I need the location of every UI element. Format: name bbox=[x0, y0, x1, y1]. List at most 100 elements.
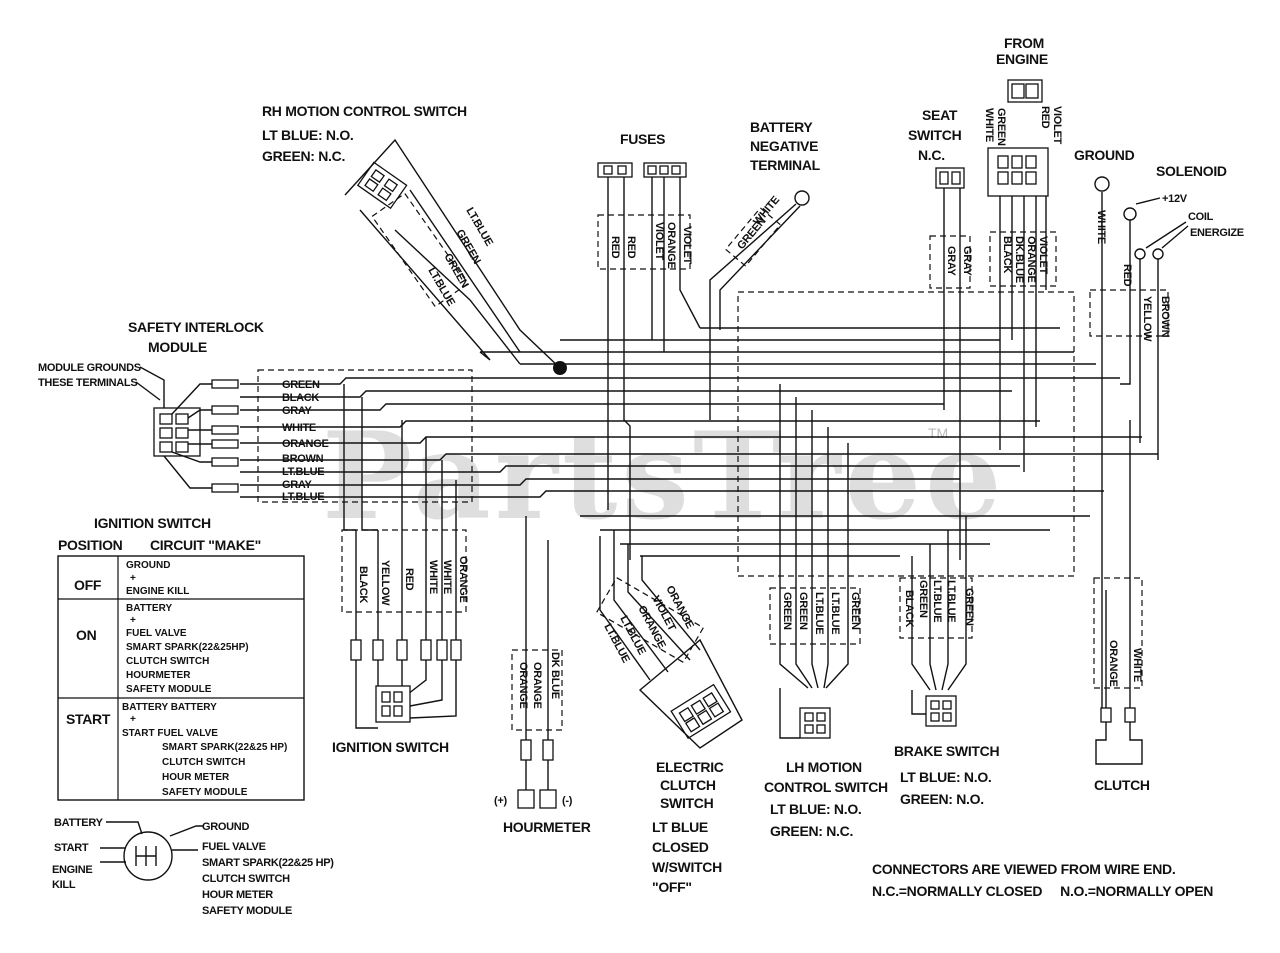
fuse-wire-3: VIOLET bbox=[653, 222, 665, 261]
ignition-switch-title: IGNITION SWITCH bbox=[332, 739, 449, 755]
ignition-on-l6: HOURMETER bbox=[126, 670, 191, 681]
legend-battery: BATTERY bbox=[54, 817, 104, 829]
clutch-connector bbox=[1095, 722, 1143, 765]
brake-wire-2: GREEN bbox=[917, 580, 929, 618]
ground-ring-terminal bbox=[1094, 176, 1110, 192]
ignition-on-l1: BATTERY bbox=[126, 603, 172, 614]
fuse-wire-box bbox=[597, 214, 691, 270]
solenoid-12v: +12V bbox=[1162, 193, 1188, 205]
lh-switch-line-2: CONTROL SWITCH bbox=[764, 779, 888, 795]
ignition-switch-wire-box bbox=[341, 529, 467, 613]
ignition-on-l2: + bbox=[130, 615, 136, 626]
legend-spark: SMART SPARK(22&25 HP) bbox=[202, 857, 334, 869]
battery-neg-line-1: BATTERY bbox=[750, 119, 813, 135]
safety-module-title-2: MODULE bbox=[148, 339, 207, 355]
engine-wire-3: ORANGE bbox=[1025, 236, 1037, 282]
clutch-switch-body bbox=[638, 638, 743, 749]
ignition-off-l3: ENGINE KILL bbox=[126, 586, 189, 597]
safety-module-note-2: THESE TERMINALS bbox=[38, 377, 137, 389]
brake-switch-connector bbox=[925, 695, 957, 727]
ignition-off-l1: GROUND bbox=[126, 560, 170, 571]
watermark-tm: TM bbox=[928, 425, 948, 441]
brake-wire-4: LT.BLUE bbox=[945, 580, 957, 622]
brake-wire-3: LT.BLUE bbox=[931, 580, 943, 622]
ignition-start-l2: + bbox=[130, 714, 136, 725]
lh-wire-4: LT.BLUE bbox=[829, 592, 841, 634]
engine-wire-box bbox=[989, 231, 1057, 287]
brake-switch-note-2: GREEN: N.O. bbox=[900, 791, 984, 807]
electric-clutch-note-4: "OFF" bbox=[652, 879, 692, 895]
engine-wire-1: BLACK bbox=[1001, 236, 1013, 273]
module-wire-9: LT.BLUE bbox=[282, 491, 324, 503]
safety-module-connector bbox=[153, 407, 201, 457]
ignition-symbol-contacts bbox=[135, 846, 157, 866]
lh-switch-loop bbox=[779, 688, 800, 739]
battery-neg-ring-terminal bbox=[794, 190, 810, 206]
module-wire-6: BROWN bbox=[282, 453, 324, 465]
hourmeter-wire-box bbox=[511, 649, 563, 731]
legend-clutch: CLUTCH SWITCH bbox=[202, 873, 290, 885]
solenoid-12v-terminal bbox=[1123, 207, 1137, 221]
seat-wire-2: GRAY bbox=[961, 246, 973, 277]
ignition-start-l5: CLUTCH SWITCH bbox=[162, 757, 245, 768]
module-wire-2: BLACK bbox=[282, 392, 319, 404]
fuse-wire-1: RED bbox=[609, 236, 621, 259]
ignition-start-l1: BATTERY BATTERY bbox=[122, 702, 217, 713]
lh-switch-wire-box bbox=[769, 587, 861, 645]
lh-switch-line-1: LH MOTION bbox=[786, 759, 862, 775]
ignition-table-title: IGNITION SWITCH bbox=[94, 515, 211, 531]
electric-clutch-note-2: CLOSED bbox=[652, 839, 709, 855]
ignition-start-l4: SMART SPARK(22&25 HP) bbox=[162, 742, 287, 753]
lh-switch-connector bbox=[799, 707, 831, 739]
ignition-on-l3: FUEL VALVE bbox=[126, 628, 187, 639]
solenoid-coil-terminal-1 bbox=[1134, 248, 1146, 260]
engine-top-wire-3: VIOLET bbox=[1051, 106, 1063, 145]
hourmeter-connector-minus bbox=[539, 789, 557, 809]
hourmeter-title: HOURMETER bbox=[503, 819, 591, 835]
from-engine-line-1: FROM bbox=[1004, 35, 1044, 51]
clutch-switch-wires bbox=[599, 530, 701, 681]
module-wire-1: GREEN bbox=[282, 379, 320, 391]
electric-clutch-line-3: SWITCH bbox=[660, 795, 714, 811]
safety-module-terminals bbox=[211, 379, 239, 493]
lh-wire-2: GREEN bbox=[797, 592, 809, 630]
ignition-on-l4: SMART SPARK(22&25HP) bbox=[126, 642, 249, 653]
fuse-wire-2: RED bbox=[625, 236, 637, 259]
ignition-start-l6: HOUR METER bbox=[162, 772, 230, 783]
ignition-legend-leaders bbox=[100, 821, 204, 863]
ignition-col-circuit: CIRCUIT "MAKE" bbox=[150, 537, 261, 553]
rh-switch-wires bbox=[344, 138, 561, 369]
ign-wire-3: RED bbox=[403, 568, 415, 591]
brake-switch-wires bbox=[911, 516, 967, 715]
rh-switch-title: RH MOTION CONTROL SWITCH bbox=[262, 103, 467, 119]
solenoid-wire-3: BROWN bbox=[1159, 296, 1171, 338]
fuse-holder-right bbox=[643, 162, 687, 178]
hourmeter-terminal-1 bbox=[520, 739, 532, 761]
legend-kill: KILL bbox=[52, 879, 76, 891]
from-engine-wires bbox=[999, 196, 1047, 472]
hourmeter-wires bbox=[525, 516, 549, 790]
ignition-on-l5: CLUTCH SWITCH bbox=[126, 656, 209, 667]
ign-wire-1: BLACK bbox=[357, 566, 369, 603]
fuse-wires bbox=[607, 177, 701, 560]
ignition-pos-start: START bbox=[66, 711, 111, 727]
brake-switch-wire-box bbox=[899, 577, 973, 639]
engine-top-wire-2: GREEN bbox=[995, 108, 1007, 146]
clutch-wires bbox=[1105, 420, 1131, 710]
ign-wire-6: ORANGE bbox=[457, 556, 469, 602]
electric-clutch-note-1: LT BLUE bbox=[652, 819, 708, 835]
fuse-holder-left bbox=[597, 162, 633, 178]
safety-harness-box bbox=[257, 369, 473, 503]
safety-module-leads bbox=[163, 383, 212, 489]
ignition-switch-terminals bbox=[350, 639, 462, 661]
hour-wire-3: DK BLUE bbox=[549, 652, 561, 699]
module-wire-5: ORANGE bbox=[282, 438, 328, 450]
clutch-wire-box bbox=[1093, 577, 1143, 689]
legend-start: START bbox=[54, 842, 89, 854]
footnote-line-2: N.C.=NORMALLY CLOSED N.O.=NORMALLY OPEN bbox=[872, 883, 1213, 899]
rh-switch-note-2: GREEN: N.C. bbox=[262, 148, 345, 164]
electric-clutch-line-2: CLUTCH bbox=[660, 777, 716, 793]
solenoid-energize: ENERGIZE bbox=[1190, 227, 1244, 239]
ignition-pos-on: ON bbox=[76, 627, 97, 643]
